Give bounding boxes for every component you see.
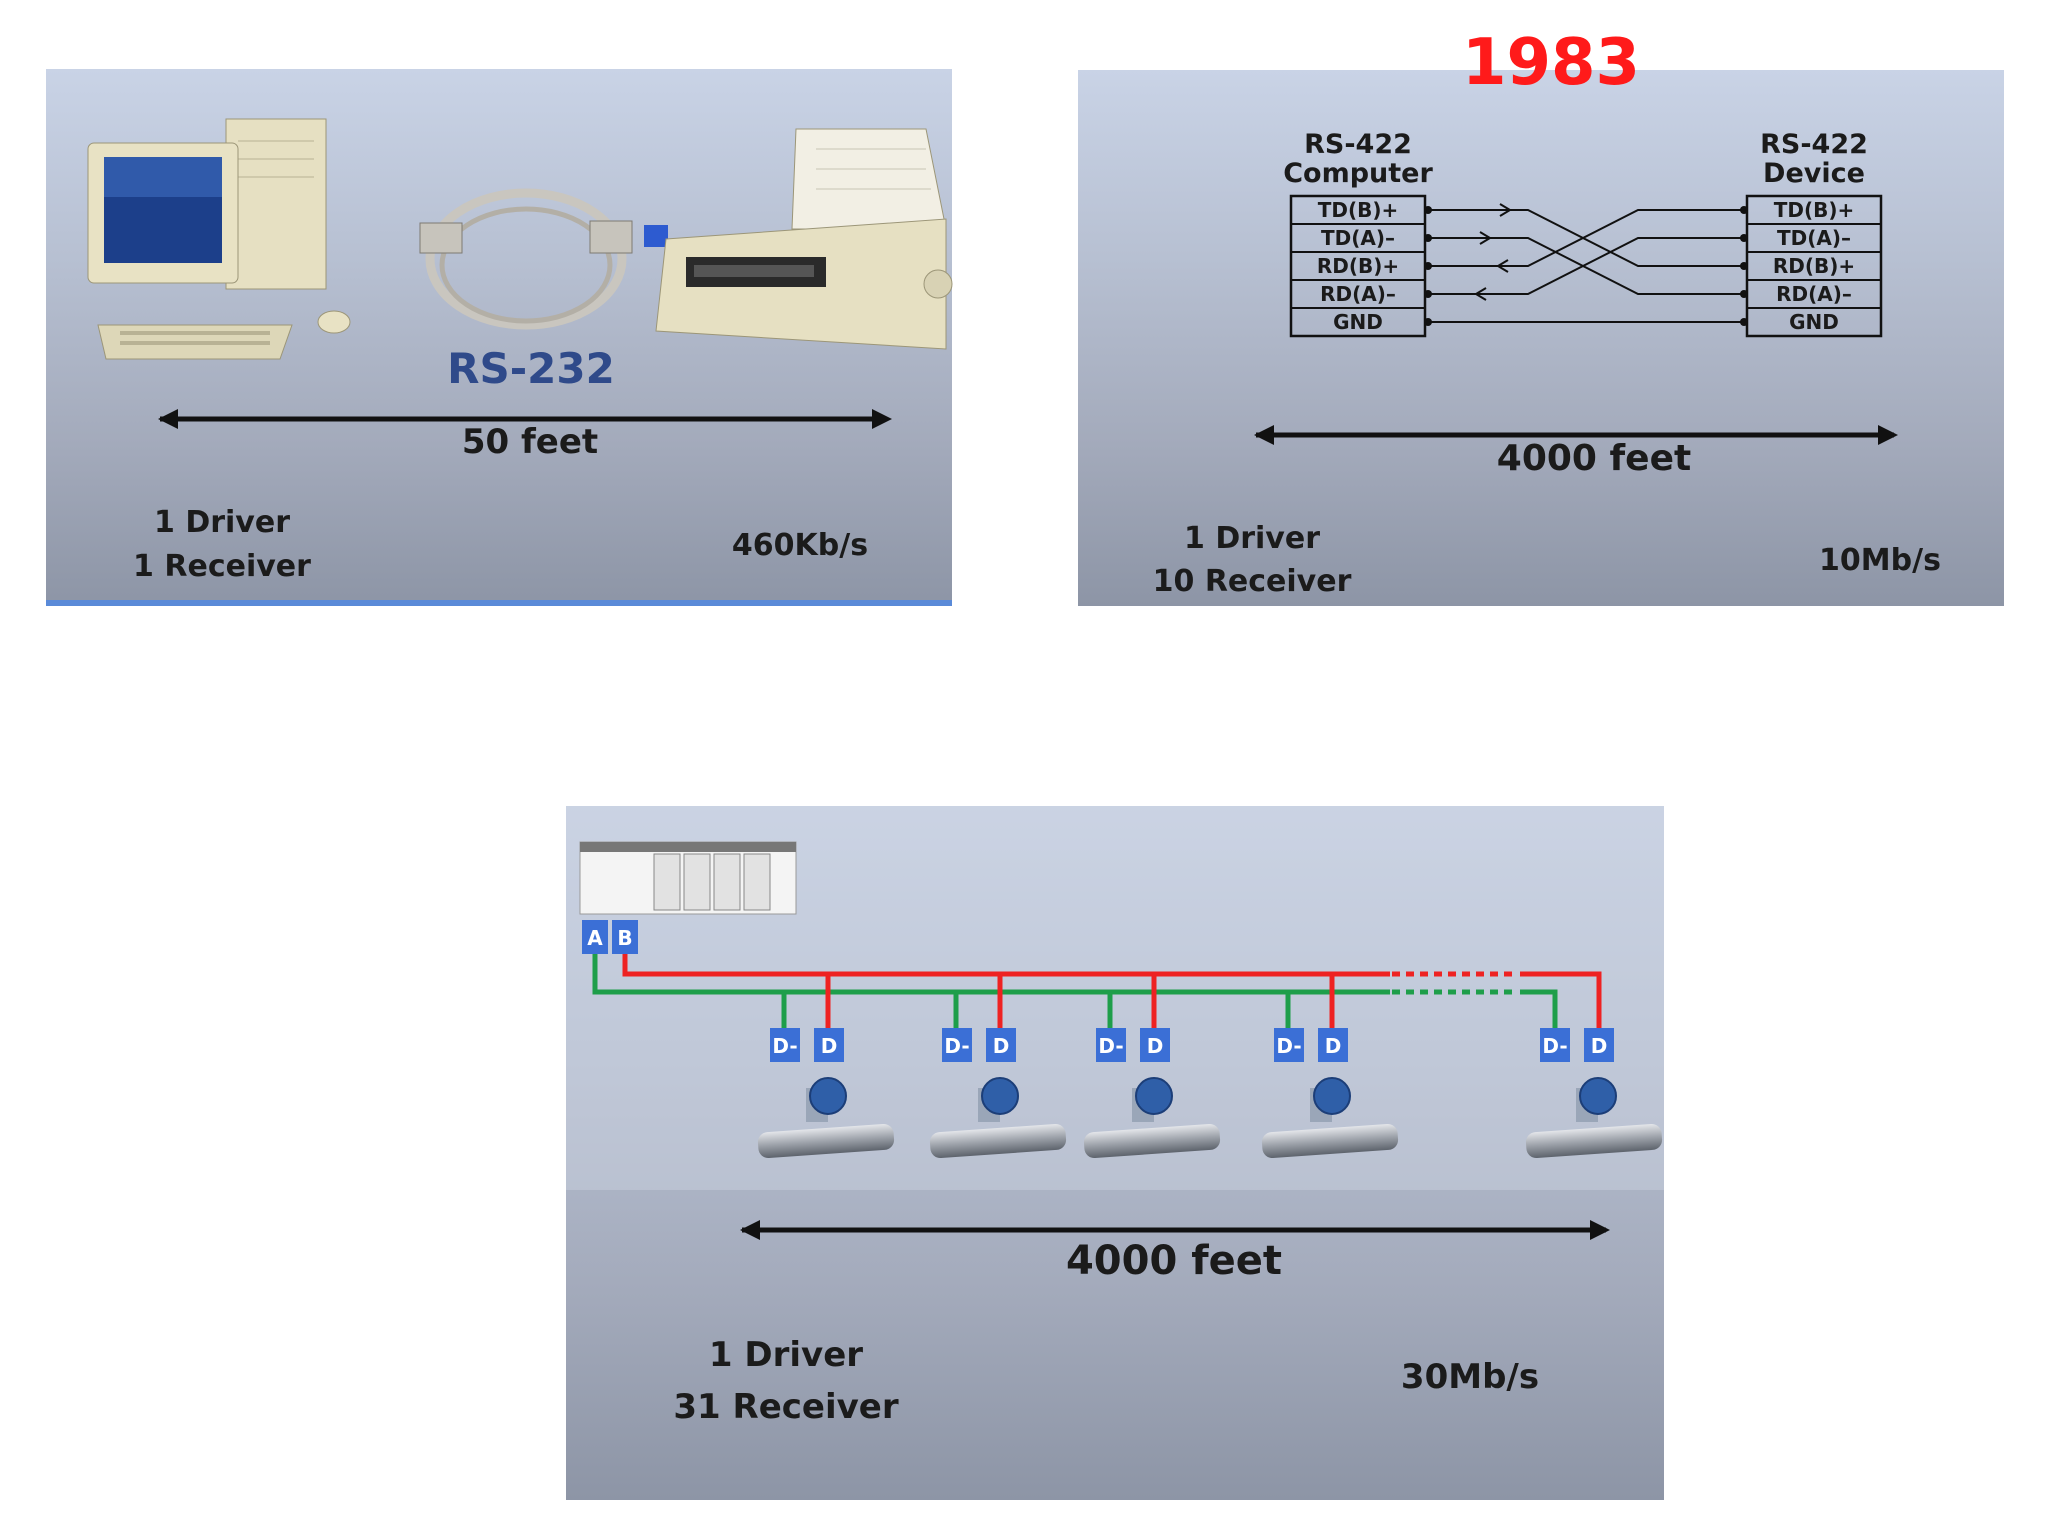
rs422-right-pin-1: TD(B)+ [1774,198,1855,222]
node-1-port-d: D [821,1034,838,1058]
rs422-left-pin-5: GND [1333,310,1383,334]
rs422-left-pin-4: RD(A)– [1320,282,1396,306]
rs422-driver-label: 1 Driver [1184,521,1320,556]
flowmeter-icon [929,1077,1067,1159]
rs422-crossed-wiring [1428,209,1744,323]
rs422-right-pin-3: RD(B)+ [1773,254,1855,278]
rs422-computer-label-line1: RS-422 [1304,129,1412,160]
master-port-a [582,920,608,954]
rs485-node-2: D- D [929,974,1067,1159]
node-3-port-dminus: D- [1098,1034,1123,1058]
rs422-left-pin-1: TD(B)+ [1318,198,1399,222]
rs422-device-label-line1: RS-422 [1760,129,1868,160]
rs485-diagram: A B D- D [566,806,1664,1427]
rs422-receiver-label: 10 Receiver [1153,564,1352,599]
rs422-left-pin-3: RD(B)+ [1317,254,1399,278]
rs422-diagram: 1983 RS-422 Computer RS-422 Device TD(B)… [1153,26,1941,599]
rs422-left-pin-2: TD(A)– [1321,226,1395,250]
node-4-port-d: D [1325,1034,1342,1058]
flowmeter-icon [1261,1077,1399,1159]
rs232-distance-label: 50 feet [462,422,598,462]
node-2-port-dminus: D- [944,1034,969,1058]
rs422-computer-label-line2: Computer [1283,158,1433,189]
flowmeter-icon [1525,1077,1663,1159]
rs422-panel: 1983 RS-422 Computer RS-422 Device TD(B)… [1078,26,2004,606]
rs232-bottom-strip [46,600,952,606]
rs485-node-4: D- D [1261,974,1399,1159]
rs485-bus-lines [592,954,1602,1028]
rs485-panel: A B D- D [566,806,1664,1500]
master-port-b [612,920,638,954]
node-4-port-dminus: D- [1276,1034,1301,1058]
rs422-distance-arrow [1254,425,1898,445]
rs422-year-label: 1983 [1462,26,1640,100]
master-port-b-label: B [617,926,632,950]
rs485-receiver-label: 31 Receiver [673,1387,898,1427]
flowmeter-icon [757,1077,895,1159]
node-2-port-d: D [993,1034,1010,1058]
rs485-distance-label: 4000 feet [1066,1238,1282,1284]
rs232-driver-label: 1 Driver [154,505,290,540]
rs232-distance-arrow [158,409,892,429]
rs422-device-label-line2: Device [1763,158,1865,189]
computer-icon [87,118,351,360]
rs485-rate-label: 30Mb/s [1401,1357,1539,1397]
plc-rack-icon [579,841,797,915]
flowmeter-icon [1083,1077,1221,1159]
rs232-panel: RS-232 50 feet 1 Driver 1 Receiver 460Kb… [46,69,953,606]
rs422-right-pin-4: RD(A)– [1776,282,1852,306]
rs232-rate-label: 460Kb/s [732,528,868,563]
rs422-pin-terminals [1424,206,1748,326]
rs485-node-5: D- D [1525,1028,1663,1159]
rs422-distance-label: 4000 feet [1497,438,1691,479]
node-5-port-d: D [1591,1034,1608,1058]
rs232-receiver-label: 1 Receiver [133,549,311,584]
rs485-distance-arrow [740,1220,1610,1240]
rs422-wire-direction-arrows [1474,203,1512,301]
serial-cable-icon [419,188,668,330]
node-3-port-d: D [1147,1034,1164,1058]
rs485-driver-label: 1 Driver [709,1335,863,1375]
rs232-diagram: RS-232 50 feet 1 Driver 1 Receiver 460Kb… [46,118,953,606]
rs422-rate-label: 10Mb/s [1819,543,1941,578]
rs232-standard-label: RS-232 [447,344,615,393]
rs422-right-pin-2: TD(A)– [1777,226,1851,250]
rs485-node-1: D- D [757,974,895,1159]
node-5-port-dminus: D- [1542,1034,1567,1058]
printer-icon [655,128,953,350]
master-port-a-label: A [587,926,603,950]
node-1-port-dminus: D- [772,1034,797,1058]
rs422-right-pin-5: GND [1789,310,1839,334]
rs485-node-3: D- D [1083,974,1221,1159]
